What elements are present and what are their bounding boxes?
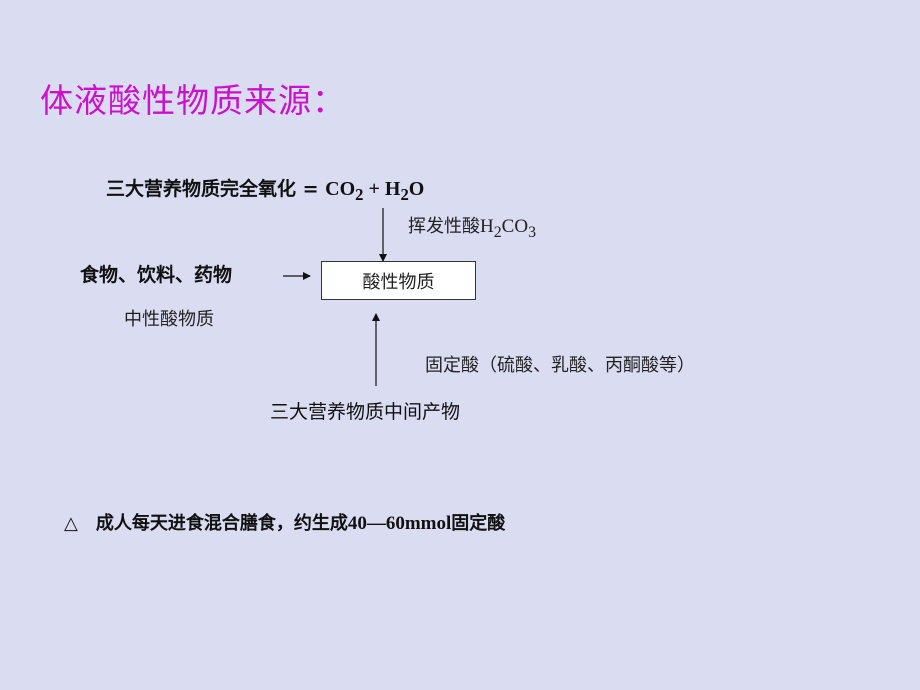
note-tail: 固定酸 [451, 513, 506, 534]
h2o-subscript: 2 [400, 185, 409, 204]
note-amount: 40—60mmol [347, 513, 452, 534]
food-sources-label: 食物、饮料、药物 [80, 264, 233, 286]
slide-title: 体液酸性物质来源： [40, 81, 346, 120]
co2-base: CO [325, 178, 356, 200]
volatile-acid-label: 挥发性酸H2CO3 [408, 212, 536, 242]
acidic-substance-box: 酸性物质 [321, 261, 476, 300]
formula-co-sub: 3 [528, 223, 536, 241]
formula-co: CO [501, 216, 529, 237]
oxidation-equation: 三大营养物质完全氧化 = CO2 + H2O [106, 174, 424, 205]
oxidation-label: 三大营养物质完全氧化 = [106, 178, 326, 200]
h2o-tail: O [408, 178, 425, 200]
fixed-acid-label: 固定酸（硫酸、乳酸、丙酮酸等） [425, 355, 695, 376]
formula-h-sub: 2 [493, 223, 502, 241]
note-text: 成人每天进食混合膳食，约生成 [95, 513, 348, 534]
intermediate-products-label: 三大营养物质中间产物 [270, 401, 461, 423]
triangle-bullet-icon: △ [64, 513, 78, 534]
neutral-acid-note: 中性酸物质 [124, 309, 214, 330]
daily-fixed-acid-note: △ 成人每天进食混合膳食，约生成40—60mmol固定酸 [64, 509, 505, 535]
co2-subscript: 2 [355, 185, 364, 204]
carbonic-acid-formula: H2CO3 [480, 216, 536, 241]
plus-h: + H [363, 178, 401, 200]
oxidation-products: CO2 + H2O [325, 178, 425, 204]
formula-h: H [480, 216, 494, 237]
volatile-acid-text: 挥发性酸 [408, 216, 480, 237]
acidic-substance-label: 酸性物质 [362, 271, 435, 293]
